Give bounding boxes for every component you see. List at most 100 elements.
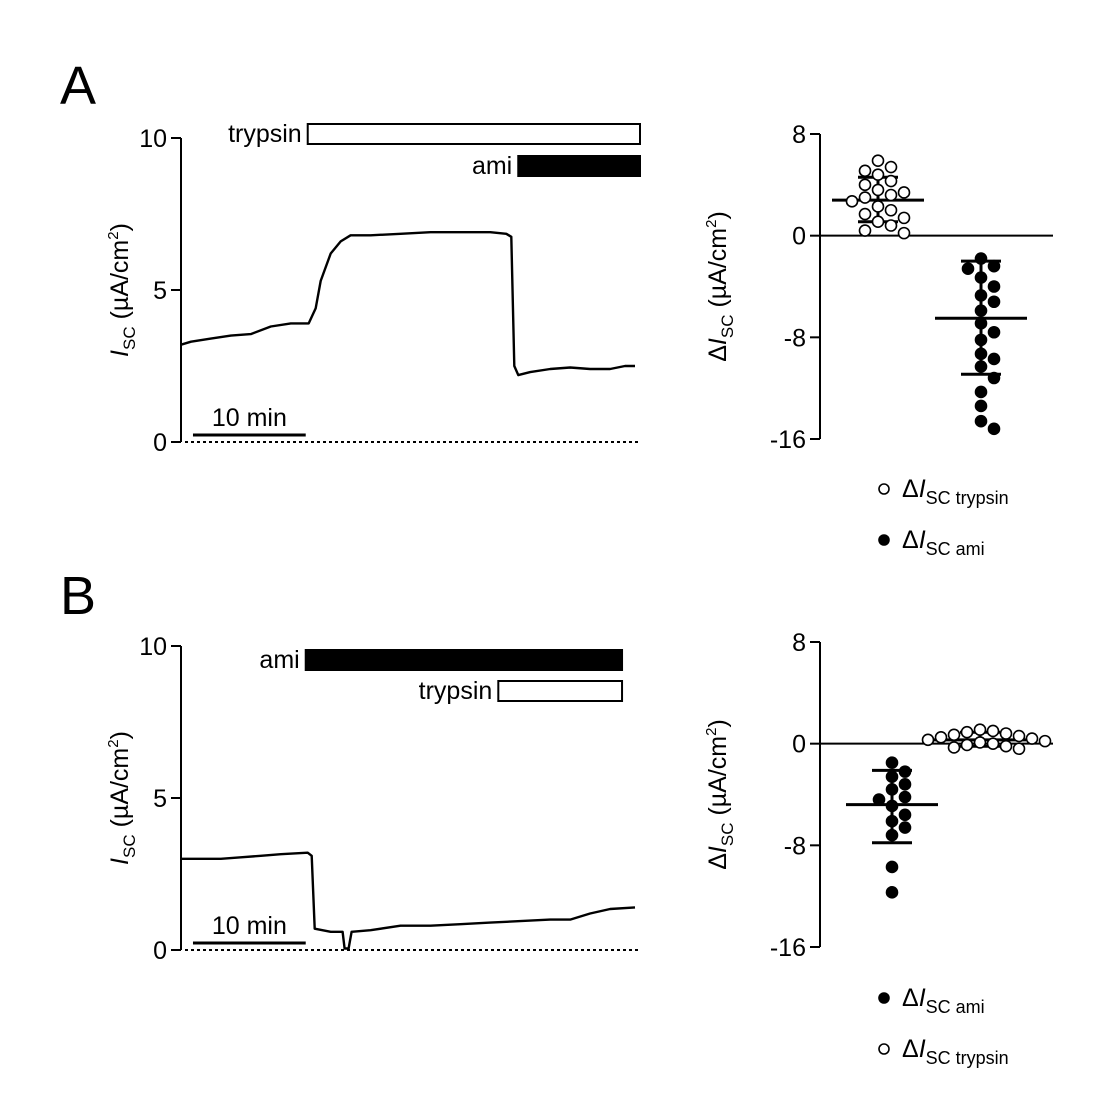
drug-bar-trypsin xyxy=(306,123,641,145)
y-tick-label: -8 xyxy=(784,832,806,860)
y-tick-label: 0 xyxy=(153,937,167,965)
data-point-ami xyxy=(898,821,912,834)
data-point-ami xyxy=(974,414,988,428)
data-point-ami xyxy=(974,347,988,361)
y-axis-title-unit-close: ) xyxy=(106,223,134,231)
data-point-trypsin xyxy=(934,731,948,744)
data-point-ami xyxy=(898,790,912,804)
y-axis-title-subscript: SC xyxy=(718,315,737,339)
y-tick-label: -16 xyxy=(770,934,806,962)
time-scale-label: 10 min xyxy=(212,912,287,940)
data-point-trypsin xyxy=(871,215,885,228)
data-point-trypsin xyxy=(897,211,911,225)
legend-marker-trypsin xyxy=(878,1043,890,1055)
y-axis-title-delta: Δ xyxy=(704,853,732,870)
data-point-ami xyxy=(974,360,988,373)
data-point-trypsin xyxy=(871,168,885,181)
y-tick-label: 0 xyxy=(792,731,806,759)
y-tick-label: -8 xyxy=(784,324,806,352)
data-point-ami xyxy=(898,765,912,778)
y-axis-title-symbol: I xyxy=(704,846,732,853)
data-point-ami xyxy=(885,814,899,828)
data-point-ami xyxy=(974,289,988,302)
data-point-trypsin xyxy=(858,164,872,178)
isc-trace-line xyxy=(181,851,636,950)
time-scale-label: 10 min xyxy=(212,404,287,432)
y-axis-title-unit: (µA/cm xyxy=(704,736,732,823)
data-point-ami xyxy=(987,280,1001,293)
data-point-ami xyxy=(872,793,886,806)
y-tick-label: 0 xyxy=(792,223,806,251)
y-axis-title-superscript: 2 xyxy=(105,231,122,239)
drug-bar-trypsin xyxy=(497,680,624,702)
data-point-ami xyxy=(974,399,988,413)
data-point-ami xyxy=(987,371,1001,385)
y-axis-title-symbol: I xyxy=(106,350,134,357)
data-point-trypsin xyxy=(858,207,872,221)
drug-bar-label-ami: ami xyxy=(472,152,512,180)
data-point-trypsin xyxy=(986,724,1000,738)
data-point-trypsin xyxy=(999,727,1013,740)
data-point-ami xyxy=(987,352,1001,366)
data-point-ami xyxy=(987,259,1001,273)
y-tick-label: 0 xyxy=(153,429,167,457)
data-point-trypsin xyxy=(884,203,898,217)
y-axis-title-unit: (µA/cm xyxy=(106,240,134,327)
drug-bar-label-trypsin: trypsin xyxy=(228,120,302,148)
y-axis-title-superscript: 2 xyxy=(703,728,720,736)
data-point-trypsin xyxy=(845,195,859,208)
legend-symbol: I xyxy=(919,526,926,554)
y-axis-title: ΔISC (µA/cm2) xyxy=(703,211,737,362)
data-point-trypsin xyxy=(947,728,961,742)
legend-subscript: SC trypsin xyxy=(926,488,1009,508)
y-tick-label: 5 xyxy=(153,785,167,813)
drug-bar-ami xyxy=(304,649,624,671)
data-point-ami xyxy=(898,778,912,791)
y-axis-title-delta: Δ xyxy=(704,345,732,362)
data-point-ami xyxy=(885,783,899,796)
y-axis-title: ΔISC (µA/cm2) xyxy=(703,719,737,870)
legend-subscript: SC trypsin xyxy=(926,1048,1009,1068)
data-point-ami xyxy=(885,886,899,899)
data-point-trypsin xyxy=(1038,734,1052,748)
y-axis-title-superscript: 2 xyxy=(703,220,720,228)
legend-symbol: I xyxy=(919,475,926,503)
y-axis-title-subscript: SC xyxy=(718,823,737,847)
data-point-trypsin xyxy=(897,186,911,199)
data-point-ami xyxy=(974,385,988,399)
legend-marker-trypsin xyxy=(878,483,890,495)
y-tick-label: -16 xyxy=(770,426,806,454)
y-axis-title-symbol: I xyxy=(704,338,732,345)
data-point-trypsin xyxy=(1012,729,1026,743)
legend-symbol: I xyxy=(919,984,926,1012)
y-axis-title-subscript: SC xyxy=(120,834,139,858)
data-point-trypsin xyxy=(947,741,961,754)
y-axis-title-unit-close: ) xyxy=(704,211,732,219)
data-point-ami xyxy=(885,799,899,813)
y-axis-title-unit: (µA/cm xyxy=(106,748,134,835)
data-point-ami xyxy=(885,770,899,784)
legend-entry-trypsin: ΔISC trypsin xyxy=(902,475,1009,508)
data-point-trypsin xyxy=(1012,742,1026,756)
data-point-ami xyxy=(885,756,899,770)
data-point-ami xyxy=(974,252,988,265)
data-point-trypsin xyxy=(973,723,987,736)
data-point-trypsin xyxy=(921,733,935,747)
data-point-trypsin xyxy=(858,224,872,237)
data-point-trypsin xyxy=(884,160,898,174)
y-axis-title-symbol: I xyxy=(106,858,134,865)
y-axis-title: ISC (µA/cm2) xyxy=(105,223,139,357)
legend-entry-ami: ΔISC ami xyxy=(902,526,985,559)
drug-bar-ami xyxy=(517,155,641,177)
y-axis-title-unit-close: ) xyxy=(704,719,732,727)
data-point-ami xyxy=(987,325,1001,339)
panel-label: A xyxy=(60,56,96,116)
data-point-trypsin xyxy=(871,183,885,197)
legend-delta: Δ xyxy=(902,475,919,503)
data-point-ami xyxy=(987,422,1001,436)
data-point-ami xyxy=(974,271,988,284)
legend-marker-ami xyxy=(878,992,890,1004)
data-point-trypsin xyxy=(999,739,1013,753)
panel-label: B xyxy=(60,566,96,626)
